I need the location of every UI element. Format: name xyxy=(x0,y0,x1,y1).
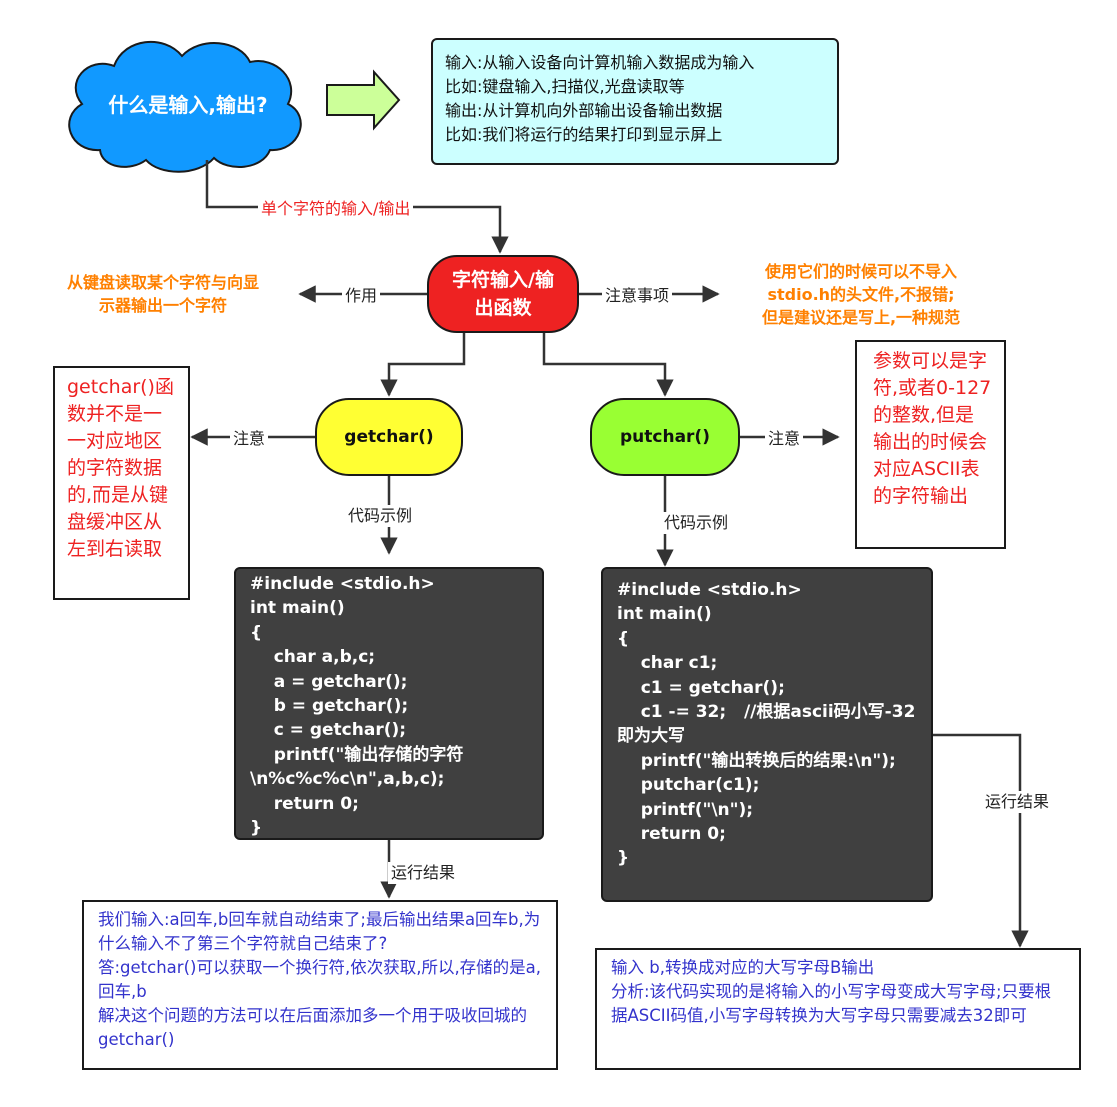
edge-label-getchar-note: 注意 xyxy=(230,428,269,450)
putchar-result-box[interactable]: 输入 b,转换成对应的大写字母B输出 分析:该代码实现的是将输入的小写字母变成大… xyxy=(595,948,1081,1070)
definition-arrow-shape xyxy=(326,69,401,131)
question-cloud-shape xyxy=(68,40,302,173)
code-line: char a,b,c; xyxy=(250,647,376,668)
edge-label-single-char: 单个字符的输入/输出 xyxy=(258,198,414,220)
edge-label-putchar-note: 注意 xyxy=(765,428,804,450)
edge-label-getchar-example: 代码示例 xyxy=(345,505,416,527)
result-line: 答:getchar()可以获取一个换行符,依次获取,所以,存储的是a,回车,b xyxy=(98,958,542,1001)
result-line: 分析:该代码实现的是将输入的小写字母变成大写字母;只要根据ASCII码值,小写字… xyxy=(611,982,1052,1025)
question-text: 什么是输入,输出? xyxy=(108,93,268,117)
edge-label-putchar-result: 运行结果 xyxy=(982,791,1053,813)
code-line: printf("\n"); xyxy=(617,799,754,820)
result-line: 我们输入:a回车,b回车就自动结束了;最后输出结果a回车b,为什么输入不了第三个… xyxy=(98,910,541,953)
definition-line: 比如:我们将运行的结果打印到显示屏上 xyxy=(445,125,723,144)
notes-text: 使用它们的时候可以不导入 stdio.h的头文件,不报错; 但是建议还是写上,一… xyxy=(726,260,996,329)
code-line: #include <stdio.h> xyxy=(250,574,435,594)
getchar-code-box[interactable]: #include <stdio.h> int main() { char a,b… xyxy=(234,567,544,840)
notes-line: stdio.h的头文件,不报错; xyxy=(767,285,955,304)
edge-label-purpose: 作用 xyxy=(342,285,381,307)
purpose-line: 从键盘读取某个字符与向显 xyxy=(66,273,259,292)
connector-center-putchar xyxy=(542,333,674,397)
code-line: int main() xyxy=(250,598,345,619)
code-line: c1 = getchar(); xyxy=(617,677,785,698)
definition-line: 比如:键盘输入,扫描仪,光盘读取等 xyxy=(445,77,685,96)
getchar-note-box[interactable]: getchar()函数并不是一一对应地区的字符数据的,而是从键盘缓冲区从左到右读… xyxy=(53,366,190,600)
notes-line: 使用它们的时候可以不导入 xyxy=(764,262,957,281)
putchar-note-box[interactable]: 参数可以是字符,或者0-127的整数,但是输出的时候会对应ASCII表的字符输出 xyxy=(855,340,1006,549)
connector-center-getchar xyxy=(380,333,466,397)
code-line: printf("输出存储的字符\n%c%c%c\n",a,b,c); xyxy=(250,744,464,790)
definition-line: 输入:从输入设备向计算机输入数据成为输入 xyxy=(445,53,755,72)
edge-label-putchar-example: 代码示例 xyxy=(661,512,732,534)
putchar-note-text: 参数可以是字符,或者0-127的整数,但是输出的时候会对应ASCII表的字符输出 xyxy=(873,350,992,507)
code-line: printf("输出转换后的结果:\n"); xyxy=(617,750,896,771)
code-line: { xyxy=(250,622,263,643)
definition-box[interactable]: 输入:从输入设备向计算机输入数据成为输入 比如:键盘输入,扫描仪,光盘读取等 输… xyxy=(431,38,839,165)
question-cloud[interactable]: 什么是输入,输出? xyxy=(80,90,296,120)
putchar-node[interactable]: putchar() xyxy=(590,398,740,476)
purpose-line: 示器输出一个字符 xyxy=(98,296,227,315)
result-line: 解决这个问题的方法可以在后面添加多一个用于吸收回城的getchar() xyxy=(98,1006,527,1049)
code-line: putchar(c1); xyxy=(617,775,760,796)
definition-line: 输出:从计算机向外部输出设备输出数据 xyxy=(445,101,723,120)
getchar-result-box[interactable]: 我们输入:a回车,b回车就自动结束了;最后输出结果a回车b,为什么输入不了第三个… xyxy=(82,900,558,1070)
notes-line: 但是建议还是写上,一种规范 xyxy=(761,308,961,327)
purpose-text: 从键盘读取某个字符与向显 示器输出一个字符 xyxy=(28,271,298,317)
code-line: int main() xyxy=(617,604,712,625)
edge-label-getchar-result: 运行结果 xyxy=(388,862,459,884)
connector-putchar-result xyxy=(933,733,1029,948)
getchar-node[interactable]: getchar() xyxy=(315,398,463,476)
getchar-note-text: getchar()函数并不是一一对应地区的字符数据的,而是从键盘缓冲区从左到右读… xyxy=(67,376,174,560)
putchar-code-box[interactable]: #include <stdio.h> int main() { char c1;… xyxy=(601,567,933,902)
code-line: char c1; xyxy=(617,653,718,674)
code-line: c1 -= 32; //根据ascii码小写-32即为大写 xyxy=(617,702,916,747)
edge-label-notes: 注意事项 xyxy=(602,285,673,307)
code-line: } xyxy=(250,818,263,839)
code-line: return 0; xyxy=(617,824,726,845)
code-line: c = getchar(); xyxy=(250,720,407,741)
code-line: #include <stdio.h> xyxy=(617,580,802,600)
result-line: 输入 b,转换成对应的大写字母B输出 xyxy=(611,958,875,977)
center-node[interactable]: 字符输入/输出函数 xyxy=(427,255,579,333)
code-line: b = getchar(); xyxy=(250,696,409,717)
code-line: { xyxy=(617,628,630,649)
code-line: return 0; xyxy=(250,793,359,814)
code-line: } xyxy=(617,848,630,869)
code-line: a = getchar(); xyxy=(250,671,408,692)
